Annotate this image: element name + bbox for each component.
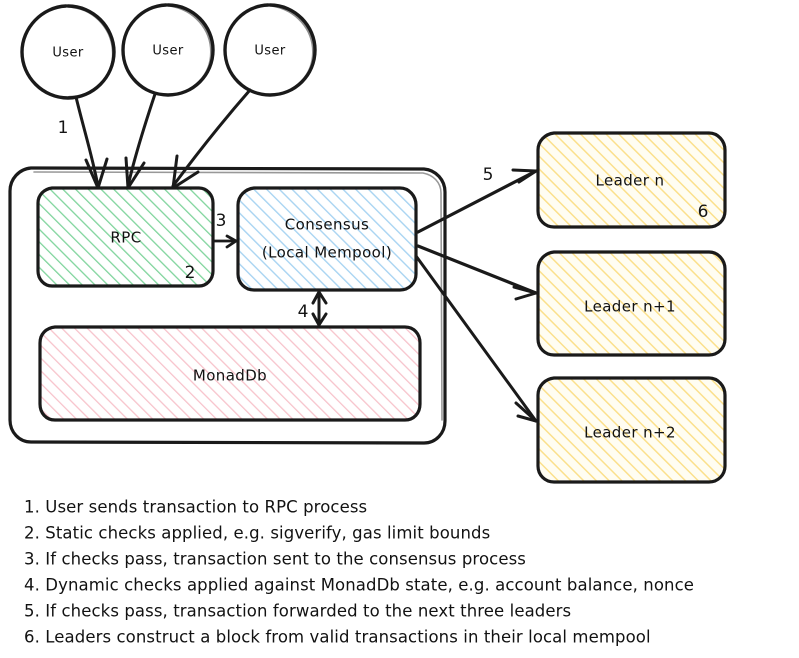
monaddb-box-label: MonadDb <box>193 367 267 385</box>
leader-n2-box-label: Leader n+2 <box>584 424 676 442</box>
user-node-3[interactable]: User <box>223 3 317 97</box>
arrow-consensus-to-leader-n <box>416 168 538 234</box>
step-label-3: 3 <box>216 211 227 231</box>
arrow-consensus-to-leader-n2 <box>414 254 538 423</box>
arrow-user3-to-rpc <box>171 88 252 190</box>
legend-list: 1. User sends transaction to RPC process… <box>24 498 694 647</box>
arrow-consensus-monaddb-bidirectional <box>311 290 328 327</box>
leader-n-box[interactable]: Leader n 6 <box>536 131 727 229</box>
rpc-box-label: RPC <box>110 229 141 247</box>
arrow-user1-to-rpc <box>74 95 109 190</box>
leader-n2-box[interactable]: Leader n+2 <box>536 376 727 484</box>
consensus-box-sublabel: (Local Mempool) <box>262 244 392 262</box>
legend-item-4: 4. Dynamic checks applied against MonadD… <box>24 576 694 595</box>
leader-n-box-label: Leader n <box>596 172 665 190</box>
step-label-4: 4 <box>298 302 309 322</box>
consensus-box-label: Consensus <box>285 216 369 234</box>
user-node-1[interactable]: User <box>20 4 116 100</box>
user-node-2[interactable]: User <box>121 3 215 97</box>
rpc-box[interactable]: RPC 2 <box>36 186 215 288</box>
step-label-5: 5 <box>483 165 494 185</box>
arrow-consensus-to-leader-n1 <box>416 244 538 301</box>
legend-item-2: 2. Static checks applied, e.g. sigverify… <box>24 524 490 543</box>
leader-n-box-badge: 6 <box>698 202 709 222</box>
user-group: User User User <box>20 3 317 100</box>
leader-n1-box[interactable]: Leader n+1 <box>536 250 727 357</box>
user-node-2-label: User <box>152 44 183 59</box>
arrow-user2-to-rpc <box>124 92 157 190</box>
legend-item-1: 1. User sends transaction to RPC process <box>24 498 367 517</box>
user-node-1-label: User <box>52 46 83 61</box>
leader-n1-box-label: Leader n+1 <box>584 298 676 316</box>
node-boundary <box>8 166 447 445</box>
legend-item-6: 6. Leaders construct a block from valid … <box>24 628 651 647</box>
legend-item-5: 5. If checks pass, transaction forwarded… <box>24 602 571 621</box>
consensus-box[interactable]: Consensus (Local Mempool) <box>236 186 418 292</box>
user-node-3-label: User <box>254 44 285 59</box>
monaddb-box[interactable]: MonadDb <box>38 325 422 422</box>
legend-item-3: 3. If checks pass, transaction sent to t… <box>24 550 526 569</box>
arrow-rpc-to-consensus <box>211 234 238 249</box>
step-label-1: 1 <box>58 118 69 138</box>
rpc-box-badge: 2 <box>185 263 196 283</box>
